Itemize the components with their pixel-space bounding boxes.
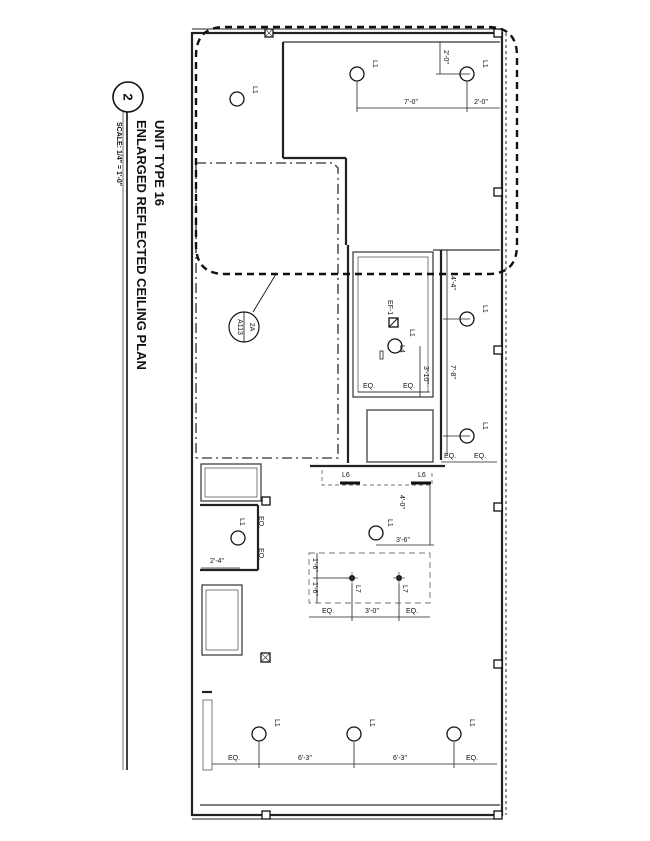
dimension-text: 7'-0" [404,99,418,106]
utility-closet [200,463,262,502]
soffit-line [196,162,339,459]
dimension-text: 6'-3" [298,755,312,762]
light-fixtures: L1 L1 L1 L1 L1 L1 L4 EF-1 L6 L6 L1 L1 [229,60,488,742]
drawing-number-circle [112,81,144,113]
callout-detail: 2A [248,323,255,332]
fixture-tag: L4 [398,345,405,353]
title-block: 2 UNIT TYPE 16 ENLARGED REFLECTED CEILIN… [112,81,167,770]
dimension-text: EQ. [406,608,418,615]
drawing-title: UNIT TYPE 16 [152,120,167,206]
fixture-tag: L1 [386,519,393,527]
light-fixture-l1 [368,525,384,541]
window-jamb [202,699,213,771]
dimension-text: 3'-6" [396,537,410,544]
dimension-text: 4'-4" [449,276,456,290]
fixture-tag: EF-1 [386,300,393,315]
column-marker [493,187,503,197]
dimensions: 2'-0" 7'-0" 2'-0" 4'-4" 7'-8" EQ. EQ. 3'… [201,42,500,768]
fixture-tag: L7 [354,585,361,593]
dimension-text: 7'-8" [449,365,456,379]
interior-walls [195,41,500,806]
column-marker [493,345,503,355]
dimension-text: EQ. [257,548,264,560]
light-fixture-l1 [229,91,245,107]
fixture-tag: L1 [238,518,245,526]
dimension-text: 4'-0" [398,495,405,509]
light-fixture-l1 [230,530,246,546]
dimension-text: 1'-6" [311,582,318,596]
dimension-text: 6'-3" [393,755,407,762]
drawing-scale: SCALE: 1/4" = 1'-0" [115,122,122,186]
column-marker [493,810,503,820]
column-marker [493,28,503,38]
dimension-text: 3'-10" [422,366,429,384]
callout-sheet: A113 [236,319,243,335]
column-marker [261,810,271,820]
fixture-tag: L1 [408,329,415,337]
drawing-number: 2 [121,93,136,100]
light-fixture-l1 [349,66,365,82]
fixture-tag: L6 [342,472,350,479]
dimension-text: EQ. [257,516,264,528]
dimension-text: 1'-6" [311,558,318,572]
column-marker [493,659,503,669]
light-fixture-l1 [446,726,462,742]
dimension-text: 3'-0" [365,608,379,615]
cabinet-block [201,584,243,656]
fixture-tag: L1 [251,86,258,94]
fixture-tag: L1 [368,719,375,727]
light-fixture-l1 [346,726,362,742]
switch-symbol [379,350,384,360]
dimension-text: 2'-0" [442,50,449,64]
fixture-tag: L1 [481,422,488,430]
dimension-text: EQ. [322,608,334,615]
dimension-text: EQ. [363,383,375,390]
exterior-walls [190,28,507,820]
dimension-text: EQ. [466,755,478,762]
fixture-tag: L7 [401,585,408,593]
drawing-subtitle: ENLARGED REFLECTED CEILING PLAN [134,120,149,370]
dimension-text: 2'-4" [210,558,224,565]
light-fixture-l1 [251,726,267,742]
fixture-tag: L1 [481,60,488,68]
pendant-zone [308,552,431,604]
fixture-tag: L1 [481,305,488,313]
unit-outline [190,31,504,817]
bath-room [352,251,434,398]
revision-cloud [194,25,519,276]
dimension-text: EQ. [403,383,415,390]
dimension-text: EQ. [228,755,240,762]
column-markers [261,28,503,820]
dimension-text: 2'-0" [474,99,488,106]
light-fixture-l4 [387,338,403,354]
fixture-tag: L1 [468,719,475,727]
dimension-text: EQ. [444,453,456,460]
detail-callout: 2A A113 [228,273,277,343]
fixture-tag: L1 [273,719,280,727]
dimension-text: EQ. [474,453,486,460]
column-marker [493,502,503,512]
closet-room [366,409,434,463]
column-marker [261,496,271,506]
fixture-tag: L6 [418,472,426,479]
fixture-tag: L1 [371,60,378,68]
